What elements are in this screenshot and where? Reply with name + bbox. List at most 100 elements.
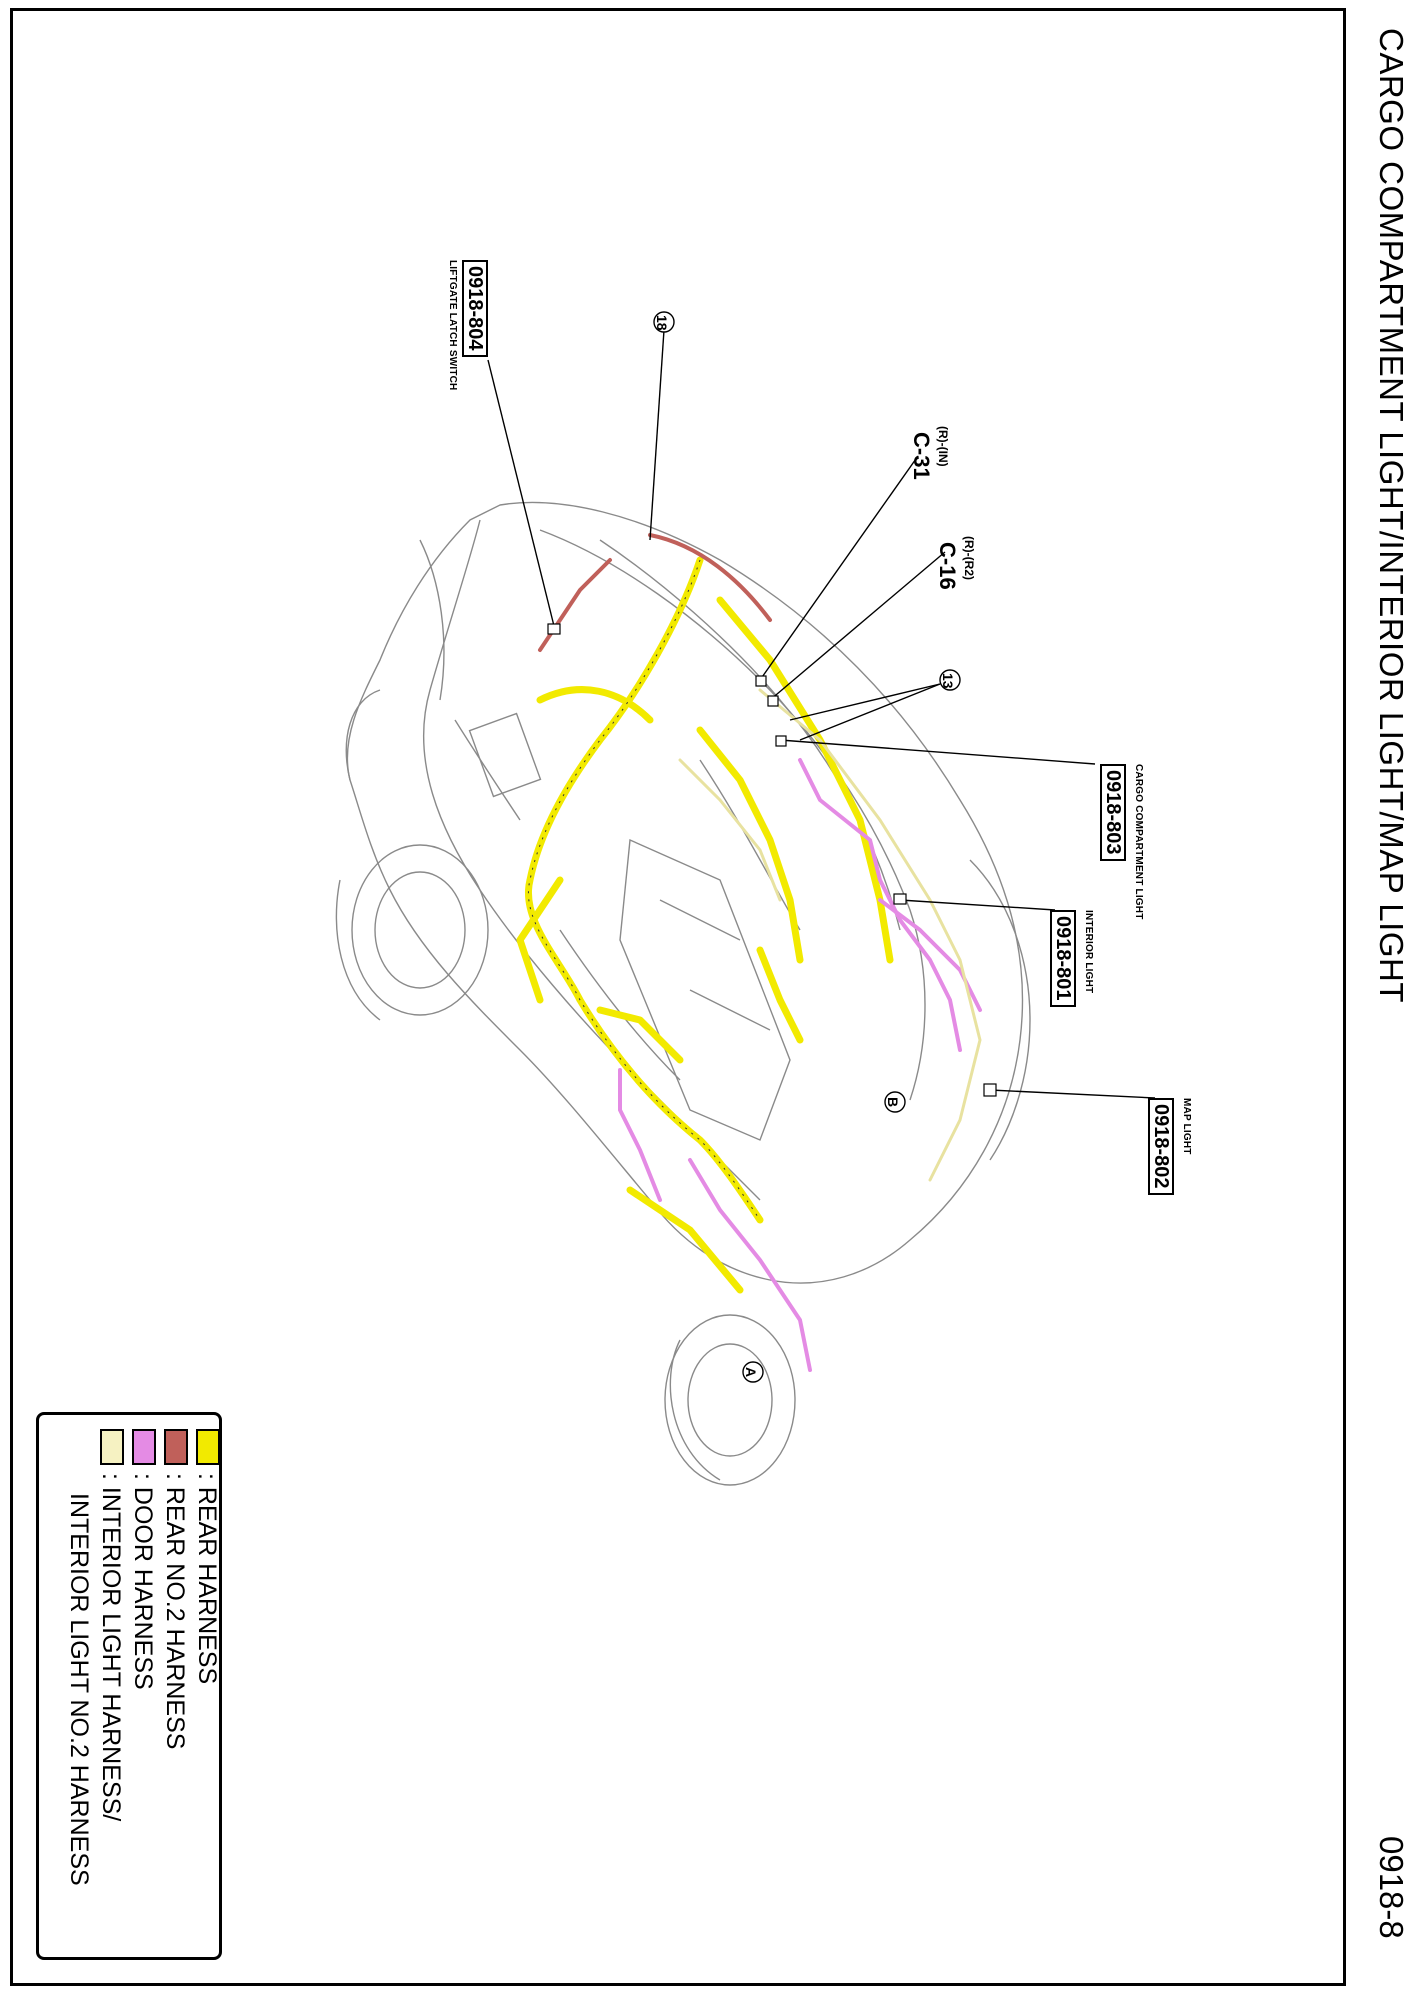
ground-circles bbox=[653, 311, 961, 1383]
c31-connector bbox=[755, 675, 767, 687]
interior-code: 0918-801 bbox=[1050, 910, 1076, 1007]
c16-id: C-16 bbox=[935, 542, 960, 590]
rear-no2-harness-main bbox=[648, 533, 772, 622]
leader-liftgate bbox=[487, 359, 556, 631]
interior-caption: INTERIOR LIGHT bbox=[1083, 910, 1094, 994]
c31-label-group: (R)-(IN) bbox=[936, 426, 950, 467]
mirror-outline bbox=[468, 712, 542, 798]
legend-label-interior: : INTERIOR LIGHT HARNESS/ bbox=[97, 1473, 125, 1822]
ref-b-label: B bbox=[885, 1097, 901, 1108]
roof-left-line bbox=[422, 519, 761, 1201]
c31-id: C-31 bbox=[909, 432, 934, 480]
leader-cargo bbox=[779, 739, 1096, 765]
front-bumper-line bbox=[345, 689, 381, 781]
rear-harness-floor bbox=[696, 726, 804, 964]
map-code: 0918-802 bbox=[1148, 1098, 1174, 1195]
front-wheel-inner bbox=[374, 871, 466, 989]
vehicle-outline bbox=[345, 501, 1031, 1284]
rear-wheel-inner bbox=[687, 1343, 773, 1457]
front-door-line bbox=[419, 539, 521, 821]
interior-label-group: 0918-801 bbox=[1050, 910, 1076, 1007]
legend-label-interior-2: INTERIOR LIGHT NO.2 HARNESS bbox=[65, 1493, 93, 1886]
map-label-group: 0918-802 bbox=[1148, 1098, 1174, 1195]
ground-13-circle bbox=[939, 669, 961, 691]
interior-connector bbox=[893, 893, 907, 905]
ground-18-circle bbox=[653, 311, 675, 333]
interior-light-harness-branch bbox=[678, 758, 782, 902]
sunroof-outline bbox=[619, 838, 791, 1141]
rear-wheel-arch bbox=[669, 1339, 721, 1481]
legend-label-door: : DOOR HARNESS bbox=[129, 1473, 157, 1690]
door-harness-left-rear bbox=[618, 1068, 662, 1202]
rear-harness-main bbox=[525, 556, 764, 1224]
ref-b-circle bbox=[884, 1091, 906, 1113]
interior-light-harness-main bbox=[758, 688, 982, 1182]
leader-ground-13b bbox=[799, 683, 941, 741]
leader-lines bbox=[487, 329, 1156, 1099]
cargo-label-group: 0918-803 bbox=[1100, 764, 1126, 861]
c16-sub: (R)-(R2) bbox=[962, 536, 976, 580]
rear-harness-branch-c bbox=[626, 1186, 744, 1294]
legend-list: : REAR HARNESS : REAR NO.2 HARNESS : DOO… bbox=[63, 1429, 223, 1949]
c16-connector bbox=[767, 695, 779, 707]
c31-sub: (R)-(IN) bbox=[936, 426, 950, 467]
map-connector bbox=[983, 1083, 997, 1097]
legend-label-rear: : REAR HARNESS bbox=[193, 1473, 221, 1685]
roof-panel-lines bbox=[659, 899, 771, 1031]
map-caption: MAP LIGHT bbox=[1181, 1098, 1192, 1155]
body-silhouette bbox=[346, 501, 1024, 1284]
ground-18-label: 18 bbox=[654, 315, 670, 331]
ref-a-label: A bbox=[743, 1367, 759, 1378]
leader-ground-18 bbox=[649, 329, 665, 541]
liftgate-code: 0918-804 bbox=[462, 260, 488, 357]
legend-swatch-rear-no2 bbox=[164, 1429, 188, 1465]
leader-ground-13a bbox=[789, 683, 941, 721]
legend-item-rear-no2: : REAR NO.2 HARNESS bbox=[159, 1429, 191, 1949]
cargo-code: 0918-803 bbox=[1100, 764, 1126, 861]
connector-markers bbox=[547, 623, 997, 1097]
front-wheel-outer bbox=[351, 844, 489, 1016]
legend-item-door: : DOOR HARNESS bbox=[127, 1429, 159, 1949]
rear-harness-branch-a bbox=[516, 876, 684, 1064]
liftgate-caption: LIFTGATE LATCH SWITCH bbox=[447, 260, 458, 391]
legend-swatch-interior bbox=[100, 1429, 124, 1465]
rear-no2-harness-branch bbox=[538, 558, 612, 652]
interior-light-harness-lines bbox=[678, 688, 982, 1182]
legend-label-interior-group: : INTERIOR LIGHT HARNESS/ INTERIOR LIGHT… bbox=[63, 1473, 127, 1886]
rear-door-line bbox=[559, 759, 801, 1081]
leader-map bbox=[989, 1089, 1156, 1099]
rear-no2-harness-lines bbox=[538, 533, 772, 652]
legend-label-rear-no2: : REAR NO.2 HARNESS bbox=[161, 1473, 189, 1750]
rear-harness-outline bbox=[528, 559, 761, 1221]
legend-item-rear: : REAR HARNESS bbox=[191, 1429, 223, 1949]
rear-harness-branch-b bbox=[536, 686, 654, 724]
legend-swatch-rear bbox=[196, 1429, 220, 1465]
rear-harness-lines bbox=[516, 556, 894, 1294]
legend-swatch-door bbox=[132, 1429, 156, 1465]
legend-item-interior: : INTERIOR LIGHT HARNESS/ INTERIOR LIGHT… bbox=[63, 1429, 127, 1949]
rear-harness-branch-d bbox=[756, 946, 804, 1044]
leader-c16 bbox=[769, 551, 946, 701]
cargo-connector bbox=[775, 735, 787, 747]
rear-wheel-outer bbox=[664, 1314, 796, 1486]
page-frame bbox=[10, 8, 1346, 1986]
harness-legend: : REAR HARNESS : REAR NO.2 HARNESS : DOO… bbox=[36, 1412, 222, 1960]
rear-harness-side bbox=[716, 596, 894, 964]
ref-a-circle bbox=[742, 1361, 764, 1383]
door-harness-lines bbox=[618, 758, 982, 1372]
rear-harness-main-outline bbox=[528, 559, 761, 1221]
leader-interior bbox=[899, 899, 1056, 911]
ground-13-label: 13 bbox=[940, 673, 956, 689]
front-wheel-arch bbox=[335, 879, 381, 1021]
liftgate-label-group: 0918-804 bbox=[462, 260, 488, 357]
door-harness-left-front bbox=[688, 1158, 812, 1372]
c16-label-group: (R)-(R2) bbox=[962, 536, 976, 580]
rear-hatch-line bbox=[969, 859, 1031, 1161]
liftgate-connector bbox=[547, 623, 561, 635]
door-harness-right-front bbox=[878, 898, 982, 1012]
cargo-caption: CARGO COMPARTMENT LIGHT bbox=[1133, 764, 1144, 920]
leader-c31 bbox=[759, 455, 919, 681]
door-harness-right-rear bbox=[798, 758, 962, 1052]
wheels bbox=[335, 844, 796, 1486]
